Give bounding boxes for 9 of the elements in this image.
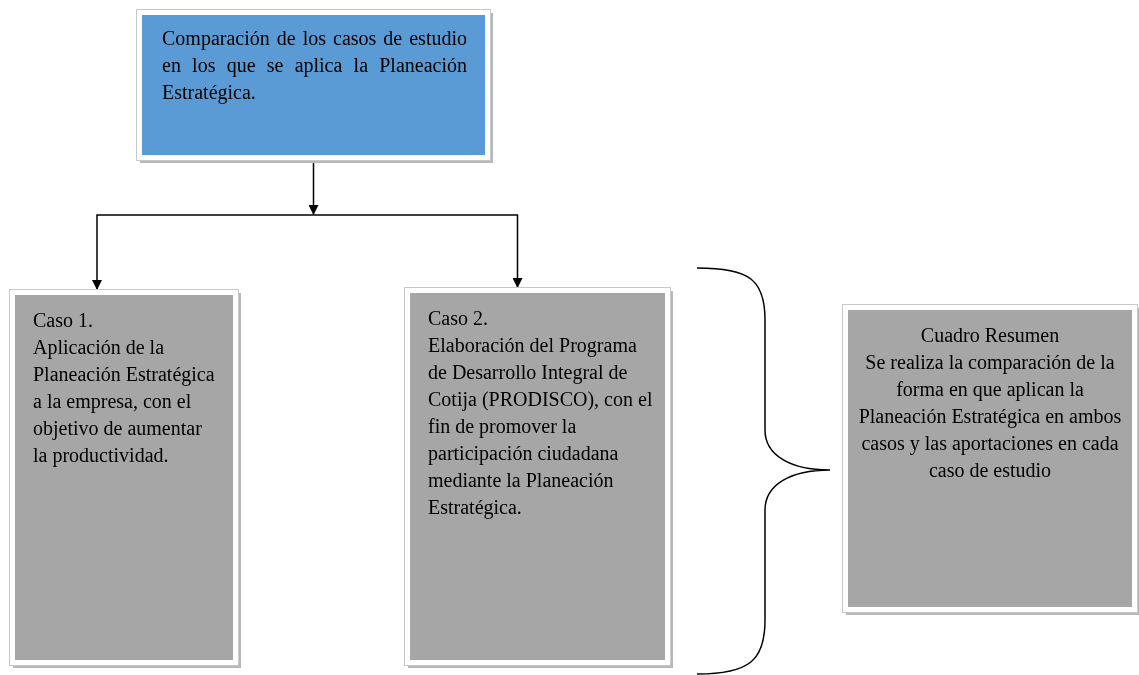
arrow [92, 214, 315, 291]
box-text: Aplicación de la Planeación Estratégica a la empresa, con el objetivo de aumentar la productividad. [33, 335, 216, 469]
box-text: Se realiza la comparación de la forma en que aplican la Planeación Estratégica en ambos casos y las aportaciones en cada caso de estudio [858, 350, 1122, 483]
box-heading: Caso 2. [428, 306, 489, 331]
arrow [312, 214, 523, 289]
box-heading: Caso 1. [33, 308, 94, 333]
box-heading: Cuadro Resumen [919, 323, 1061, 348]
box-text: Comparación de los casos de estudio en los que se aplica la Planeación Estratégica. [162, 26, 467, 106]
box-text: Elaboración del Programa de Desarrollo Integral de Cotija (PRODISCO), con el fin de promover la participación ciudadana mediante la Planeación Estratégica. [428, 333, 653, 521]
